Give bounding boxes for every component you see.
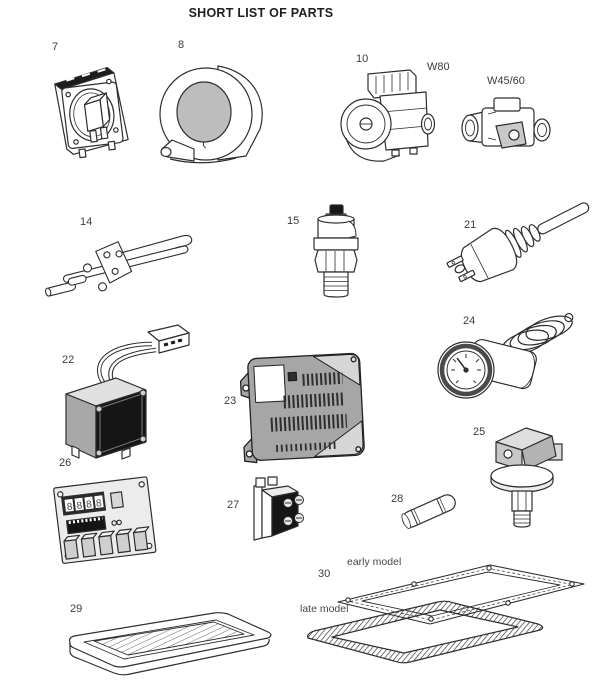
part-label-30: 30 xyxy=(318,568,331,580)
part-label-21: 21 xyxy=(464,219,477,231)
part-23-control-module-illustration xyxy=(239,352,365,464)
part-label-14: 14 xyxy=(80,216,93,228)
part-15-air-vent-valve-illustration xyxy=(313,204,359,298)
part-24-temperature-gauge-illustration xyxy=(437,312,574,399)
part-label-w45-60: W45/60 xyxy=(487,75,525,87)
part-label-8: 8 xyxy=(178,39,185,51)
part-21-power-plug-illustration xyxy=(446,202,590,283)
part-7-fan-control-illustration xyxy=(54,67,129,159)
part-label-24: 24 xyxy=(463,315,476,327)
part-14-pilot-burner-illustration xyxy=(45,234,193,297)
part-10-gas-valve-w80-illustration xyxy=(340,69,436,162)
part-label-late-model: late model xyxy=(300,603,349,615)
part-label-28: 28 xyxy=(391,493,404,505)
part-label-25: 25 xyxy=(473,426,486,438)
part-8-blower-illustration xyxy=(159,65,263,164)
page-title: SHORT LIST OF PARTS xyxy=(188,6,334,20)
part-label-22: 22 xyxy=(62,354,75,366)
part-label-23: 23 xyxy=(224,395,237,407)
part-30-gasket-late-illustration xyxy=(307,600,544,664)
part-label-26: 26 xyxy=(59,457,72,469)
display-digits: 8888 xyxy=(66,497,106,513)
part-25-pressure-switch-illustration xyxy=(490,427,563,528)
part-26-circuit-board-illustration: 8888 xyxy=(53,476,157,564)
part-label-7: 7 xyxy=(52,41,59,53)
part-29-burner-tray-illustration xyxy=(68,612,272,676)
part-label-29: 29 xyxy=(70,603,83,615)
part-label-w80: W80 xyxy=(427,61,450,73)
part-label-early-model: early model xyxy=(347,556,402,568)
part-27-relay-illustration xyxy=(253,476,304,541)
part-label-15: 15 xyxy=(287,215,300,227)
part-label-10: 10 xyxy=(356,53,369,65)
part-22-transformer-illustration xyxy=(65,324,190,460)
part-28-fuse-illustration xyxy=(401,494,456,529)
part-10-gas-valve-w45-60-illustration xyxy=(461,97,551,149)
part-label-27: 27 xyxy=(227,499,240,511)
